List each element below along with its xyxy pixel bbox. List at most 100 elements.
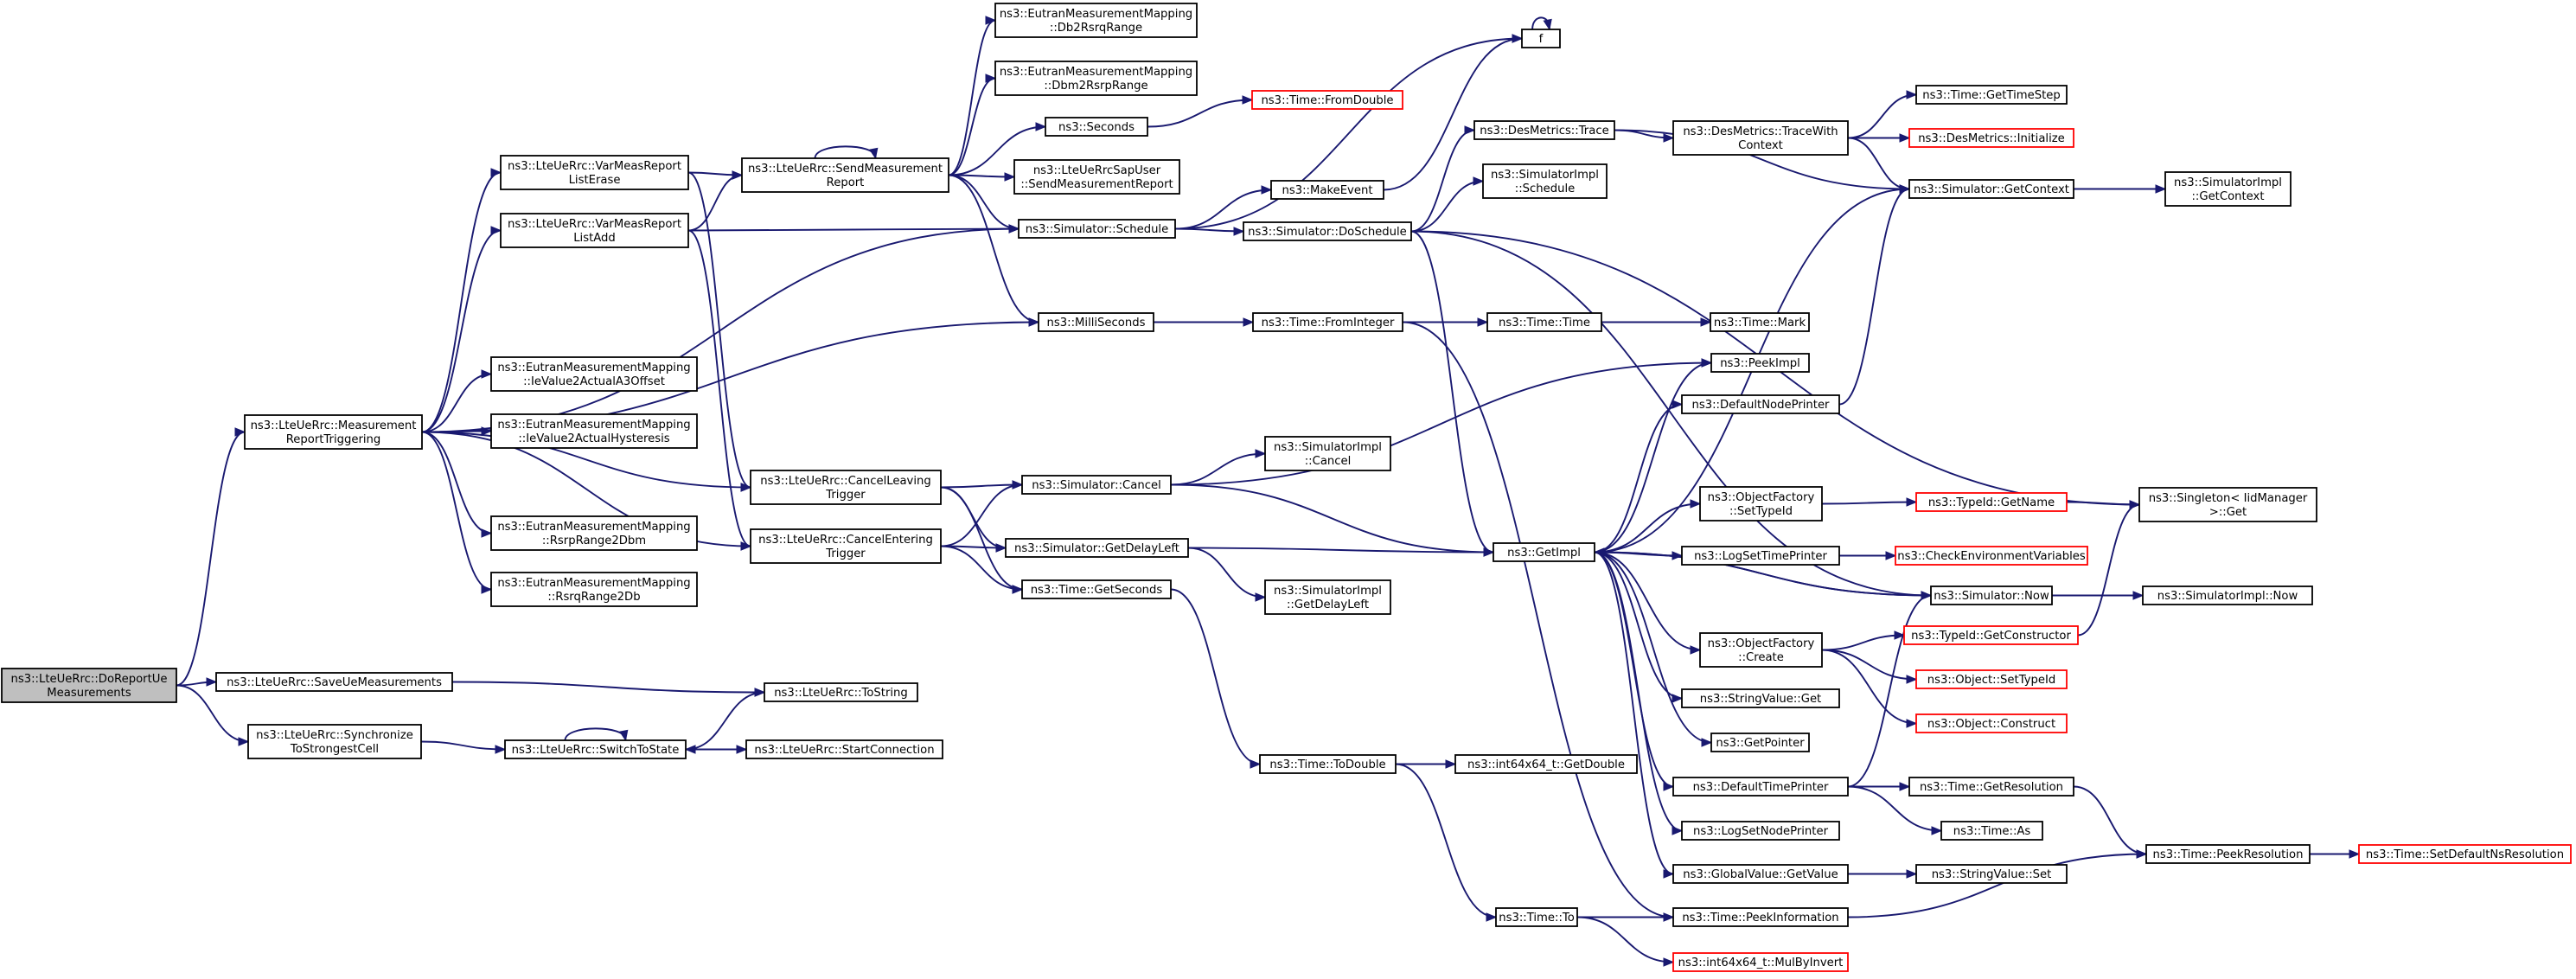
node-getdelay[interactable]: ns3::Simulator::GetDelayLeft <box>1005 538 1189 558</box>
call-edge <box>1847 785 1942 832</box>
node-desinit[interactable]: ns3::DesMetrics::Initialize <box>1908 128 2074 148</box>
node-label: ns3::EutranMeasurementMapping <box>497 362 690 374</box>
node-peekimpl[interactable]: ns3::PeekImpl <box>1710 353 1810 373</box>
node-singleton[interactable]: ns3::Singleton< IidManager>::Get <box>2138 487 2317 522</box>
edge-arrowhead <box>495 745 507 754</box>
node-timeto[interactable]: ns3::Time::To <box>1495 907 1578 927</box>
node-stringvalueget[interactable]: ns3::StringValue::Get <box>1681 688 1840 708</box>
node-svset[interactable]: ns3::StringValue::Set <box>1915 864 2068 884</box>
edge-arrowhead <box>1663 782 1675 791</box>
node-timeas[interactable]: ns3::Time::As <box>1940 821 2043 841</box>
node-ofsettypeid[interactable]: ns3::ObjectFactory::SetTypeId <box>1699 486 1823 521</box>
node-implcancel[interactable]: ns3::SimulatorImpl::Cancel <box>1264 436 1391 471</box>
node-label: Trigger <box>825 547 866 560</box>
node-box <box>1903 625 2079 645</box>
node-box <box>1482 163 1608 199</box>
node-ieA3[interactable]: ns3::EutranMeasurementMapping::IeValue2A… <box>490 356 698 392</box>
node-ofcreate[interactable]: ns3::ObjectFactory::Create <box>1699 632 1823 668</box>
node-gettypename[interactable]: ns3::TypeId::GetName <box>1915 492 2068 512</box>
node-getpointer[interactable]: ns3::GetPointer <box>1710 733 1810 752</box>
call-edge <box>1576 916 1674 963</box>
node-db2rsrq[interactable]: ns3::EutranMeasurementMapping::Db2RsrqRa… <box>994 3 1198 38</box>
node-label: ns3::Time::SetDefaultNsResolution <box>2366 848 2564 861</box>
node-timemark[interactable]: ns3::Time::Mark <box>1710 312 1810 332</box>
node-objsettypeid[interactable]: ns3::Object::SetTypeId <box>1915 669 2068 689</box>
node-simnow[interactable]: ns3::Simulator::Now <box>1930 585 2053 605</box>
node-implgetdelay[interactable]: ns3::SimulatorImpl::GetDelayLeft <box>1264 579 1391 615</box>
node-implschedule[interactable]: ns3::SimulatorImpl::Schedule <box>1482 163 1608 199</box>
call-edge <box>1174 189 1272 230</box>
node-dbm2rsrp[interactable]: ns3::EutranMeasurementMapping::Dbm2RsrpR… <box>994 61 1198 96</box>
node-checkenv[interactable]: ns3::CheckEnvironmentVariables <box>1895 546 2088 566</box>
edge-arrowhead <box>1261 185 1273 195</box>
call-edge <box>421 431 751 489</box>
node-frominteger[interactable]: ns3::Time::FromInteger <box>1252 312 1403 332</box>
node-int64getdouble[interactable]: ns3::int64x64_t::GetDouble <box>1454 754 1638 774</box>
node-mrt[interactable]: ns3::LteUeRrc::MeasurementReportTriggeri… <box>244 414 423 450</box>
node-label: ns3::EutranMeasurementMapping <box>497 577 690 590</box>
node-destrace[interactable]: ns3::DesMetrics::Trace <box>1473 120 1615 140</box>
node-deftimeprinter[interactable]: ns3::DefaultTimePrinter <box>1672 777 1849 797</box>
node-getcontext[interactable]: ns3::Simulator::GetContext <box>1908 179 2074 199</box>
node-todouble[interactable]: ns3::Time::ToDouble <box>1259 754 1397 774</box>
node-implnow[interactable]: ns3::SimulatorImpl::Now <box>2142 585 2313 605</box>
node-getseconds[interactable]: ns3::Time::GetSeconds <box>1021 579 1172 599</box>
node-objconstruct[interactable]: ns3::Object::Construct <box>1915 713 2068 733</box>
node-peekres[interactable]: ns3::Time::PeekResolution <box>2145 844 2311 864</box>
node-startconn[interactable]: ns3::LteUeRrc::StartConnection <box>745 739 943 759</box>
node-switch[interactable]: ns3::LteUeRrc::SwitchToState <box>504 739 687 759</box>
node-getimpl[interactable]: ns3::GetImpl <box>1493 542 1595 562</box>
node-sendmr[interactable]: ns3::LteUeRrc::SendMeasurementReport <box>741 157 949 193</box>
node-label: ns3::EutranMeasurementMapping <box>1000 66 1192 79</box>
node-simcancel[interactable]: ns3::Simulator::Cancel <box>1021 475 1172 495</box>
node-getresolution[interactable]: ns3::Time::GetResolution <box>1908 777 2074 797</box>
node-label: f <box>1539 33 1544 46</box>
node-label: ns3::Seconds <box>1058 121 1135 134</box>
node-label: ns3::EutranMeasurementMapping <box>1000 8 1192 21</box>
node-defnodeprinter[interactable]: ns3::DefaultNodePrinter <box>1681 394 1840 414</box>
call-edges <box>176 16 2361 967</box>
edge-arrowhead <box>1486 912 1498 922</box>
node-box <box>1915 492 2068 512</box>
node-tostring[interactable]: ns3::LteUeRrc::ToString <box>764 682 918 702</box>
call-edge <box>948 19 996 176</box>
node-logsetnodeprinter[interactable]: ns3::LogSetNodePrinter <box>1681 821 1840 841</box>
edge-arrowhead <box>1255 449 1267 458</box>
node-doschedule[interactable]: ns3::Simulator::DoSchedule <box>1243 221 1412 241</box>
node-ieHys[interactable]: ns3::EutranMeasurementMapping::IeValue2A… <box>490 413 698 449</box>
node-peekinfo[interactable]: ns3::Time::PeekInformation <box>1672 907 1849 927</box>
node-f[interactable]: f <box>1521 29 1561 48</box>
node-gvgetvalue[interactable]: ns3::GlobalValue::GetValue <box>1672 864 1849 884</box>
node-box <box>1672 952 1849 972</box>
node-mulbyinvert[interactable]: ns3::int64x64_t::MulByInvert <box>1672 952 1849 972</box>
call-edge <box>1170 483 1494 553</box>
node-makeevent[interactable]: ns3::MakeEvent <box>1270 180 1384 200</box>
node-seconds[interactable]: ns3::Seconds <box>1045 117 1148 137</box>
node-sync[interactable]: ns3::LteUeRrc::SynchronizeToStrongestCel… <box>247 724 422 759</box>
node-box <box>1672 120 1849 156</box>
node-schedule[interactable]: ns3::Simulator::Schedule <box>1018 219 1176 239</box>
edge-arrowhead <box>1464 125 1476 135</box>
node-saveue[interactable]: ns3::LteUeRrc::SaveUeMeasurements <box>215 672 453 692</box>
node-gettimestep[interactable]: ns3::Time::GetTimeStep <box>1915 85 2068 105</box>
edge-arrowhead <box>1250 759 1262 769</box>
node-label: ns3::SimulatorImpl <box>1491 169 1599 182</box>
node-getconstructor[interactable]: ns3::TypeId::GetConstructor <box>1903 625 2079 645</box>
node-fromdouble[interactable]: ns3::Time::FromDouble <box>1251 90 1403 110</box>
node-setdefaultns[interactable]: ns3::Time::SetDefaultNsResolution <box>2358 844 2572 864</box>
node-millis[interactable]: ns3::MilliSeconds <box>1038 312 1154 332</box>
node-rsrp2dbm[interactable]: ns3::EutranMeasurementMapping::RsrpRange… <box>490 515 698 551</box>
node-sapuser[interactable]: ns3::LteUeRrcSapUser::SendMeasurementRep… <box>1013 159 1180 195</box>
edge-arrowhead <box>869 147 879 160</box>
node-label: ns3::LteUeRrc::CancelEntering <box>758 534 933 547</box>
node-logsettimeprinter[interactable]: ns3::LogSetTimePrinter <box>1681 546 1840 566</box>
node-implgetcontext[interactable]: ns3::SimulatorImpl::GetContext <box>2164 171 2292 207</box>
node-timetime[interactable]: ns3::Time::Time <box>1486 312 1602 332</box>
node-rsrq2db[interactable]: ns3::EutranMeasurementMapping::RsrqRange… <box>490 572 698 607</box>
